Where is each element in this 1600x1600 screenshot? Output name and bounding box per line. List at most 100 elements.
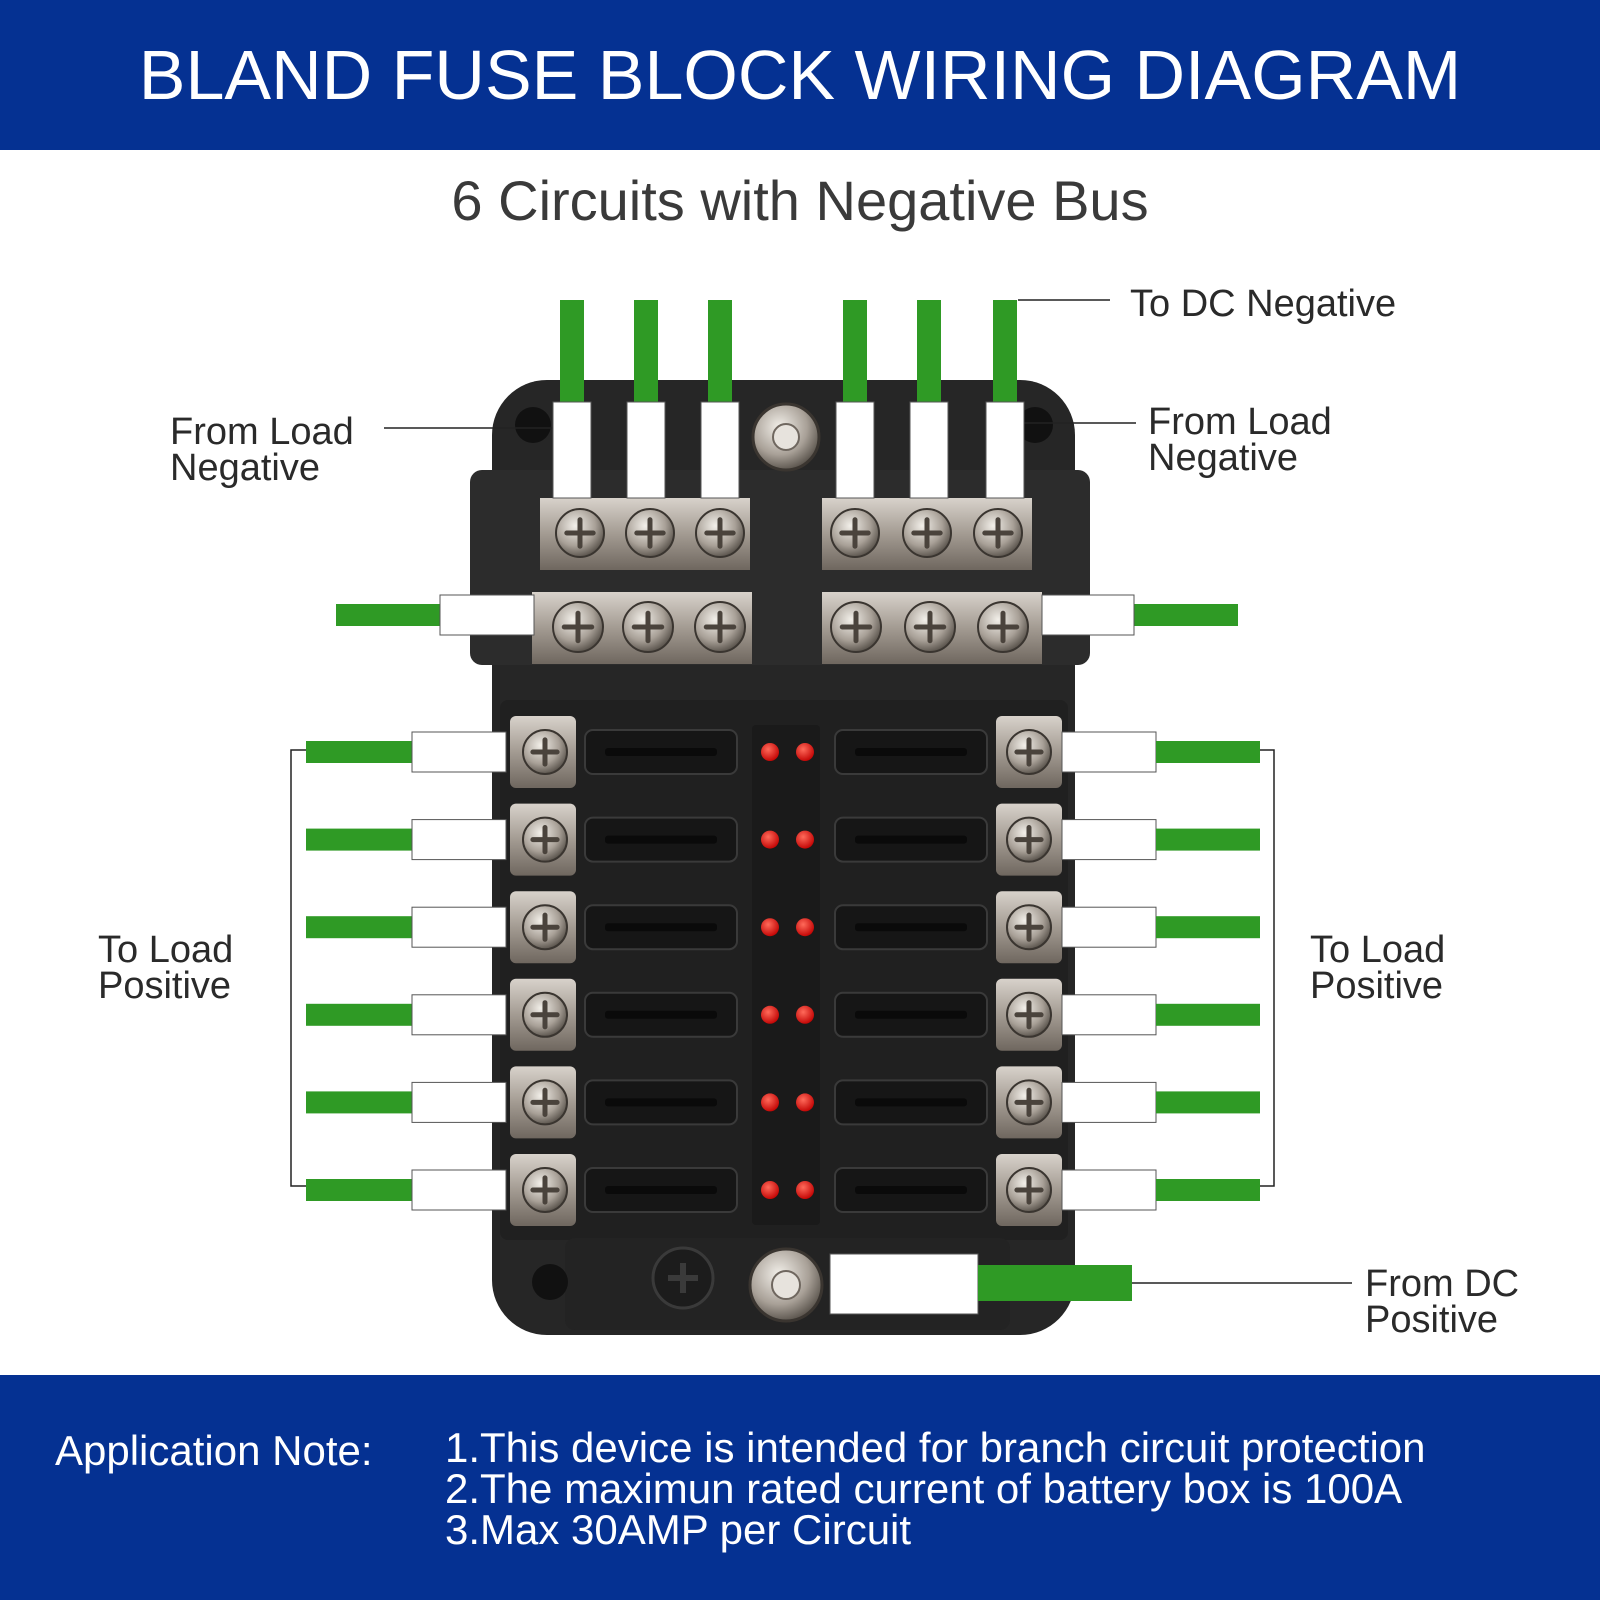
terminal-screw-left-4-slot [530,1000,560,1030]
positive-stud-nut [771,1270,801,1300]
indicator-led-right-5 [796,1093,814,1112]
wire-lug-left-2 [411,819,507,861]
page-title: BLAND FUSE BLOCK WIRING DIAGRAM [138,36,1462,114]
fuse-slot-groove-left-2 [605,835,717,844]
bus-screw-top-left-3-slot [704,517,736,549]
wire-dc-negative-5 [917,300,941,402]
indicator-led-right-1 [796,743,814,761]
terminal-screw-left-3-slot [530,912,560,942]
terminal-screw-left-5-slot [530,1087,560,1117]
wire-dc-negative-2 [634,300,658,402]
application-note-banner: Application Note: 1.This device is inten… [0,1375,1600,1600]
wiring-diagram: To DC Negative From Load Negative From L… [98,283,1519,1341]
application-note-line-2: 2.The maximun rated current of battery b… [445,1465,1403,1512]
wire-lug-left-6 [411,1169,507,1211]
bus-screw-bottom-right-1-slot [839,610,873,644]
label-from-load-negative-right-1: From Load [1148,401,1332,443]
bus-screw-top-left-2-slot [634,517,666,549]
fuse-slot-groove-left-6 [605,1186,717,1194]
wire-load-positive-left-1 [306,741,412,763]
indicator-led-left-2 [761,830,779,849]
wire-lug-right-4 [1061,994,1157,1036]
wire-load-negative-left [336,604,440,626]
label-to-dc-negative: To DC Negative [1130,283,1396,325]
fuse-slot-groove-left-5 [605,1098,717,1107]
wire-lug-dc-positive [829,1253,979,1315]
label-to-load-positive-right-1: To Load [1310,929,1445,971]
wire-lug-right-2 [1061,819,1157,861]
fuse-slot-groove-right-1 [855,748,967,756]
wire-lug-right-1 [1061,731,1157,773]
wire-terminal-lug-4 [835,401,875,499]
wire-lug-load-negative-right [1041,594,1135,636]
fuse-slot-groove-right-4 [855,1010,967,1019]
application-note-lines: 1.This device is intended for branch cir… [445,1424,1426,1551]
terminal-screw-right-2-slot [1014,825,1044,855]
bracket-right [1260,749,1275,1187]
plus-symbol [668,1263,698,1293]
terminal-screw-right-4-slot [1014,1000,1044,1030]
indicator-led-left-4 [761,1005,779,1024]
bus-screw-bottom-right-3-slot [986,610,1020,644]
wire-load-positive-right-3 [1156,916,1260,939]
wire-dc-negative-1 [560,300,584,402]
wire-lug-right-3 [1061,906,1157,948]
label-to-load-positive-left-2: Positive [98,965,231,1007]
terminal-screw-left-2-slot [530,825,560,855]
wire-dc-negative-6 [993,300,1017,402]
wire-load-positive-right-6 [1156,1179,1260,1201]
wire-lug-right-5 [1061,1081,1157,1123]
wire-terminal-lug-1 [552,401,592,499]
wire-dc-negative-3 [708,300,732,402]
bus-screw-top-right-2-slot [911,517,943,549]
wire-load-positive-left-2 [306,828,412,851]
bus-screw-bottom-left-2-slot [631,610,665,644]
fuse-slot-groove-left-3 [605,923,717,932]
terminal-screw-right-3-slot [1014,912,1044,942]
label-from-load-negative-left-1: From Load [170,411,354,453]
wire-lug-left-4 [411,994,507,1036]
wire-terminal-lug-6 [985,401,1025,499]
wire-terminal-lug-5 [909,401,949,499]
indicator-led-right-4 [796,1005,814,1024]
wire-lug-left-5 [411,1081,507,1123]
bus-screw-bottom-right-2-slot [913,610,947,644]
label-to-load-positive-right-2: Positive [1310,965,1443,1007]
indicator-led-left-1 [761,743,779,761]
wire-lug-left-1 [411,731,507,773]
application-note-label: Application Note: [55,1427,373,1474]
wire-load-negative-right [1134,604,1238,626]
wire-load-positive-right-1 [1156,741,1260,763]
wire-load-positive-right-2 [1156,828,1260,851]
terminal-screw-left-1-slot [530,737,560,767]
label-from-dc-positive-2: Positive [1365,1299,1498,1341]
mounting-hole [1017,407,1053,443]
label-from-load-negative-right-2: Negative [1148,437,1298,479]
bus-screw-top-left-1-slot [564,517,596,549]
led-center-strip [752,725,820,1225]
bus-screw-top-right-1-slot [839,517,871,549]
fuse-slot-groove-left-4 [605,1010,717,1019]
bracket-left [290,749,306,1187]
bus-screw-bottom-left-1-slot [561,610,595,644]
wire-load-positive-right-5 [1156,1091,1260,1114]
wire-dc-negative-4 [843,300,867,402]
label-from-dc-positive-1: From DC [1365,1263,1519,1305]
wire-load-positive-left-6 [306,1179,412,1201]
indicator-led-left-5 [761,1093,779,1112]
indicator-led-left-3 [761,918,779,937]
application-note-line-1: 1.This device is intended for branch cir… [445,1424,1426,1471]
label-to-load-positive-left-1: To Load [98,929,233,971]
wire-terminal-lug-3 [700,401,740,499]
fuse-slot-groove-right-2 [855,835,967,844]
terminal-screw-right-6-slot [1014,1175,1044,1205]
indicator-led-left-6 [761,1181,779,1199]
fuse-slot-groove-right-5 [855,1098,967,1107]
wire-lug-left-3 [411,906,507,948]
mounting-hole [515,407,551,443]
indicator-led-right-2 [796,830,814,849]
indicator-led-right-3 [796,918,814,937]
fuse-slot-groove-right-3 [855,923,967,932]
wire-terminal-lug-2 [626,401,666,499]
wire-dc-positive [978,1265,1132,1301]
